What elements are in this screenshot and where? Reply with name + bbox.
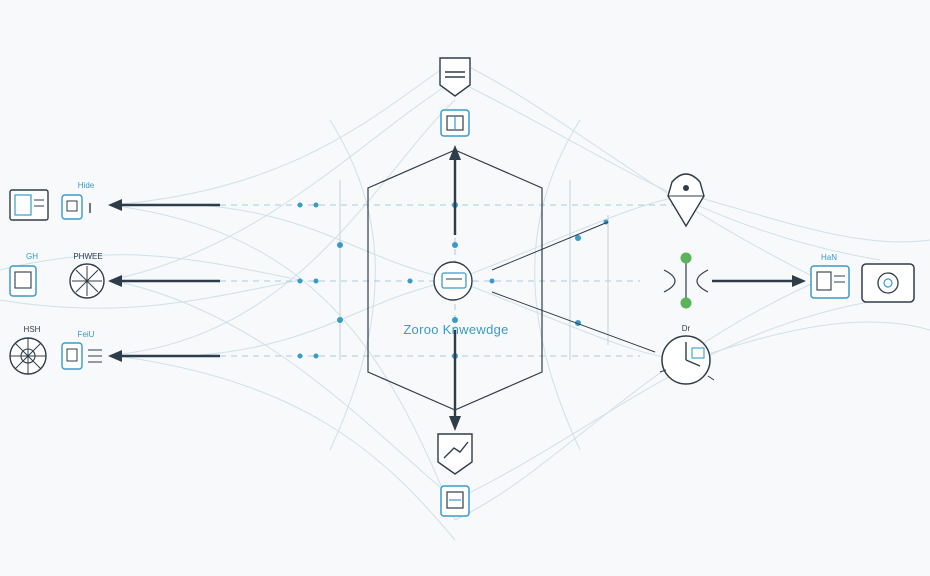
output-label: HaN (820, 253, 838, 262)
left-device-icon-3 (61, 342, 102, 370)
left-sun-icon (9, 337, 47, 375)
left-app-icon (9, 265, 37, 297)
center-connectors (491, 221, 656, 353)
left-monitor-icon (9, 189, 49, 221)
bottom-module-icon (440, 485, 470, 517)
dashed-guides (220, 150, 680, 410)
output-screen-icon (861, 263, 915, 303)
left-row1-label: Hide (77, 181, 95, 190)
center-label: Zoroo Knwewdge (403, 322, 509, 337)
clock-icon (659, 335, 715, 385)
main-arrows (108, 145, 806, 431)
left-row3-secondary-label: FeiU (77, 330, 95, 339)
left-row2-secondary-label: PHWEE (73, 252, 103, 261)
center-verifier-icon (433, 261, 473, 301)
left-device-icon-1 (61, 194, 91, 220)
clock-label: Dr (681, 324, 691, 333)
left-aperture-icon (69, 263, 105, 299)
left-row2-primary-label: GH (26, 252, 38, 261)
top-module-icon (440, 109, 470, 137)
left-row3-primary-label: HSH (23, 325, 41, 334)
lamp-icon (667, 173, 705, 228)
bottom-chart-icon (437, 433, 473, 475)
green-node-hub (663, 252, 709, 309)
panel-borders (339, 180, 609, 360)
top-document-icon (439, 57, 471, 97)
output-device-icon (810, 265, 850, 299)
